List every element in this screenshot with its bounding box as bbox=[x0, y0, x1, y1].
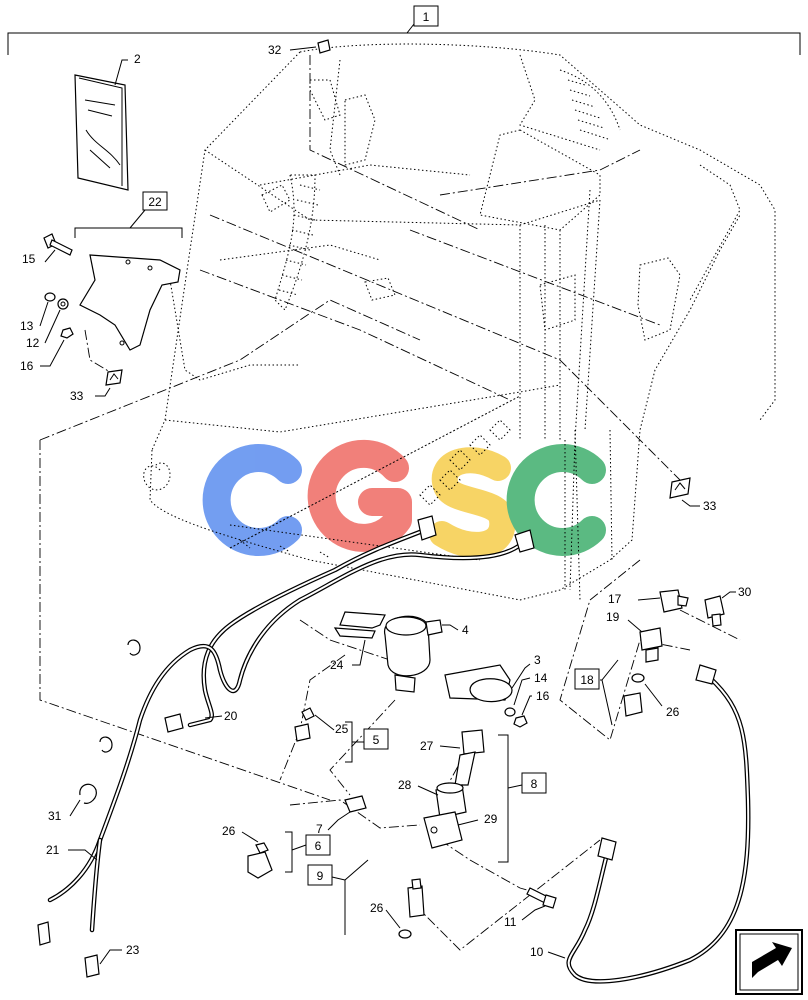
wire-harness-part-20[interactable]: 20 bbox=[47, 515, 535, 933]
o-ring-part-26-right[interactable]: 26 bbox=[631, 673, 680, 719]
valve-body-part-29[interactable]: 29 bbox=[423, 811, 498, 849]
callout-box-6[interactable] bbox=[305, 834, 331, 856]
callout-16-lower: 16 bbox=[536, 689, 550, 703]
callout-box-1[interactable] bbox=[413, 5, 439, 27]
o-ring-part-26-left[interactable]: 26 bbox=[222, 824, 269, 854]
washer-part-13[interactable]: 13 bbox=[20, 292, 56, 333]
callout-33-left: 33 bbox=[70, 389, 84, 403]
callout-box-9[interactable] bbox=[307, 864, 333, 886]
callout-2: 2 bbox=[134, 52, 141, 66]
callout-3: 3 bbox=[534, 653, 541, 667]
fitting-kit-5[interactable]: 5 bbox=[345, 721, 389, 763]
callout-32: 32 bbox=[268, 43, 282, 57]
callout-box-5[interactable] bbox=[363, 728, 389, 750]
assembly-bracket: 1 bbox=[7, 5, 801, 55]
callout-box-18[interactable] bbox=[574, 668, 600, 690]
watermark-letter-s bbox=[429, 447, 516, 558]
callout-30: 30 bbox=[738, 585, 752, 599]
callout-6: 6 bbox=[315, 839, 322, 853]
callout-16-upper: 16 bbox=[20, 359, 34, 373]
solenoid-valve-kit-8[interactable]: 8 bbox=[498, 734, 547, 863]
callout-4: 4 bbox=[462, 623, 469, 637]
fitting-part-25[interactable]: 25 bbox=[294, 707, 349, 742]
callout-14: 14 bbox=[534, 671, 548, 685]
manual-part-2[interactable]: 2 bbox=[74, 52, 141, 191]
o-ring-part-26-lower[interactable]: 26 bbox=[370, 901, 412, 939]
callout-33-right: 33 bbox=[703, 499, 717, 513]
clip-part-31[interactable]: 31 bbox=[48, 639, 141, 823]
fitting-part-30[interactable]: 30 bbox=[704, 585, 752, 627]
washer-part-14[interactable]: 14 bbox=[504, 671, 548, 717]
callout-22: 22 bbox=[148, 195, 162, 209]
hydraulic-hose-part-10[interactable]: 10 bbox=[530, 664, 751, 984]
decal-part-33-right[interactable]: 33 bbox=[669, 477, 717, 513]
callout-17: 17 bbox=[608, 592, 622, 606]
callout-9: 9 bbox=[317, 869, 324, 883]
loader-frame-phantom bbox=[143, 43, 776, 601]
callout-7: 7 bbox=[316, 822, 323, 836]
watermark-letter-c1 bbox=[202, 444, 302, 556]
callout-26-left: 26 bbox=[222, 824, 236, 838]
callout-24: 24 bbox=[330, 658, 344, 672]
watermark-letter-c2 bbox=[506, 444, 606, 556]
callout-31: 31 bbox=[48, 809, 62, 823]
nut-part-16-lower[interactable]: 16 bbox=[513, 689, 550, 728]
solenoid-coil-part-28[interactable]: 28 bbox=[398, 778, 467, 819]
callout-25: 25 bbox=[335, 722, 349, 736]
accumulator-part-4[interactable]: 4 bbox=[384, 615, 469, 693]
callout-box-8[interactable] bbox=[521, 772, 547, 794]
callout-15: 15 bbox=[22, 252, 36, 266]
callout-27: 27 bbox=[420, 739, 434, 753]
callout-box-22[interactable] bbox=[142, 191, 168, 211]
callout-21: 21 bbox=[46, 843, 60, 857]
bracket-part-24[interactable]: 24 bbox=[330, 611, 386, 672]
callout-1: 1 bbox=[423, 10, 430, 24]
pressure-switch-sensor[interactable] bbox=[407, 878, 425, 918]
elbow-fitting-part-17[interactable]: 17 bbox=[608, 589, 689, 613]
bolt-part-32[interactable]: 32 bbox=[268, 39, 331, 57]
nut-part-16-upper[interactable]: 16 bbox=[20, 327, 74, 373]
callout-26-lower: 26 bbox=[370, 901, 384, 915]
callout-12: 12 bbox=[26, 336, 40, 350]
sensor-kit-9[interactable]: 9 bbox=[307, 859, 369, 935]
callout-5: 5 bbox=[373, 733, 380, 747]
callout-20: 20 bbox=[224, 709, 238, 723]
callout-19: 19 bbox=[606, 610, 620, 624]
tee-fitting-part-19[interactable]: 19 bbox=[606, 610, 663, 663]
callout-29: 29 bbox=[484, 812, 498, 826]
bolt-part-11[interactable]: 11 bbox=[504, 887, 557, 929]
bracket-kit-22[interactable]: 22 bbox=[74, 191, 183, 351]
fitting-part-7[interactable]: 7 bbox=[316, 795, 367, 836]
watermark bbox=[202, 439, 606, 558]
clamp-part-3[interactable]: 3 bbox=[444, 653, 541, 703]
decal-part-33-left[interactable]: 33 bbox=[70, 369, 123, 403]
bolt-part-15[interactable]: 15 bbox=[22, 233, 73, 266]
next-page-arrow-icon[interactable] bbox=[735, 929, 803, 995]
callout-26-right: 26 bbox=[666, 705, 680, 719]
callout-23: 23 bbox=[126, 943, 140, 957]
wire-harness-part-21[interactable]: 21 bbox=[37, 843, 98, 946]
callout-28: 28 bbox=[398, 778, 412, 792]
fitting-kit-18[interactable]: 18 bbox=[574, 659, 643, 726]
callout-11: 11 bbox=[504, 915, 517, 929]
watermark-letter-g bbox=[307, 439, 412, 552]
elbow-fitting-part-6[interactable]: 6 bbox=[247, 831, 331, 879]
solenoid-stem-part-27[interactable]: 27 bbox=[420, 729, 485, 786]
callout-8: 8 bbox=[531, 777, 538, 791]
callout-13: 13 bbox=[20, 319, 34, 333]
callout-10: 10 bbox=[530, 945, 544, 959]
washer-part-12[interactable]: 12 bbox=[26, 298, 69, 350]
callout-18: 18 bbox=[580, 673, 594, 687]
connector-part-23[interactable]: 23 bbox=[84, 943, 140, 978]
